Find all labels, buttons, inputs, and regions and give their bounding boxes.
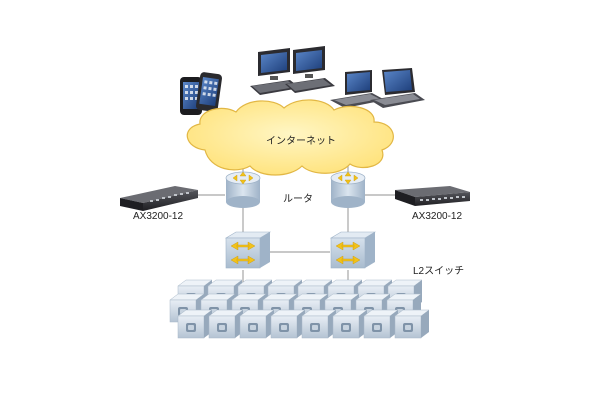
server-icon	[301, 309, 337, 339]
l2-switch-label: L2スイッチ	[413, 266, 465, 277]
server-icon	[270, 309, 306, 339]
server-icon	[363, 309, 399, 339]
server-icon	[177, 309, 213, 339]
router-icon	[225, 171, 261, 208]
internet-label: インターネット	[266, 136, 336, 147]
connection-lines	[195, 163, 395, 288]
laptop-icon	[330, 68, 425, 108]
smartphone-icon	[180, 72, 223, 115]
load-balancer-appliance-icon	[395, 186, 470, 206]
load-balancer-appliance-icon	[120, 186, 198, 211]
server-icon	[332, 309, 368, 339]
server-icon	[239, 309, 275, 339]
server-icon	[208, 309, 244, 339]
l2-switch-icon	[224, 231, 272, 269]
internet-cloud	[186, 99, 394, 176]
desktop-pc-icon	[250, 46, 335, 95]
l2-switch-icon	[329, 231, 377, 269]
server-icon	[394, 309, 430, 339]
appliance-left-label: AX3200-12	[133, 211, 184, 222]
router-label: ルータ	[283, 194, 313, 205]
router-icon	[330, 171, 366, 208]
server-farm	[169, 279, 430, 339]
appliance-right-label: AX3200-12	[412, 211, 463, 222]
